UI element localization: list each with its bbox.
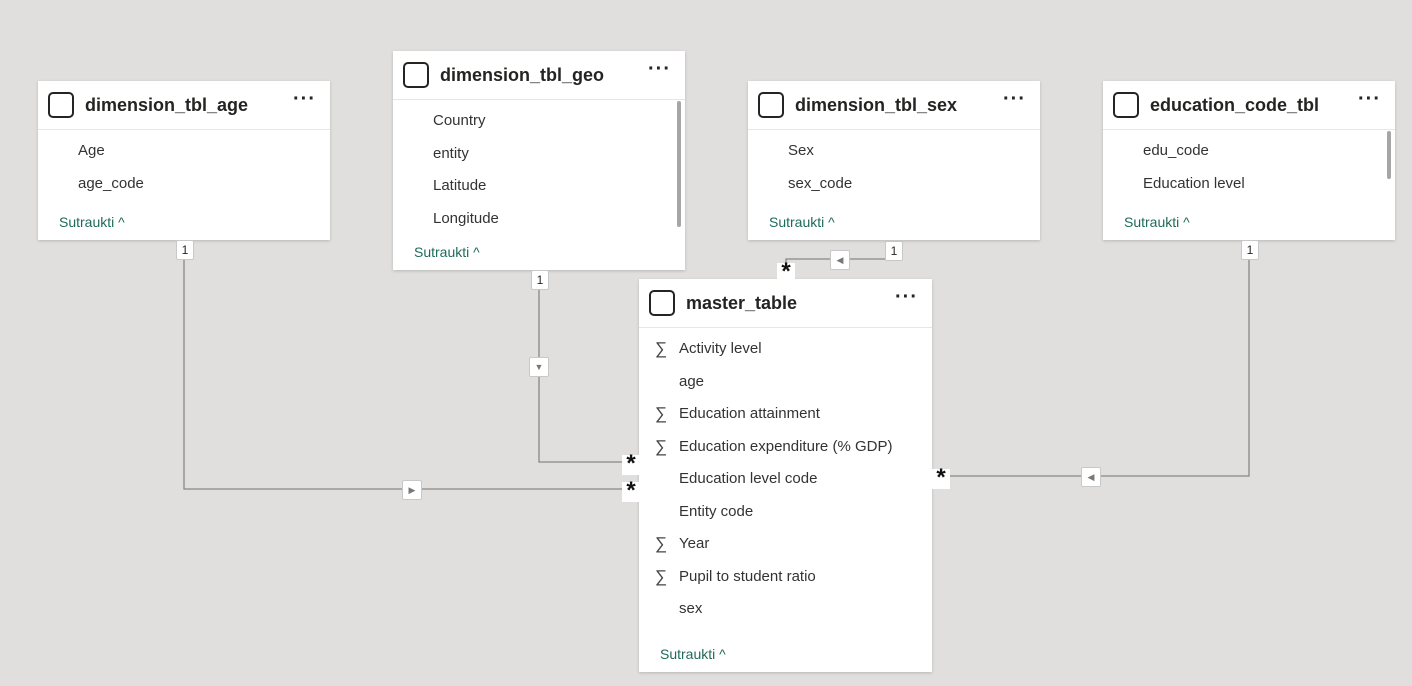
field-label: age [679, 372, 705, 390]
field-label: Entity code [679, 502, 754, 520]
field-row[interactable]: ∑ Education expenditure (% GDP) [639, 429, 932, 462]
table-header[interactable]: dimension_tbl_sex ··· [748, 81, 1040, 130]
field-label: edu_code [1143, 142, 1209, 159]
table-title: education_code_tbl [1150, 95, 1320, 115]
table-title: dimension_tbl_sex [795, 95, 958, 115]
field-row[interactable]: sex_code [748, 166, 1040, 199]
table-title: dimension_tbl_age [85, 95, 249, 115]
field-row[interactable]: age_code [38, 166, 330, 199]
field-label: Latitude [433, 177, 487, 194]
field-label: Education expenditure (% GDP) [679, 437, 893, 455]
relationship-age-master [183, 241, 622, 490]
field-label: Activity level [679, 340, 762, 357]
sum-icon: ∑ [655, 404, 668, 423]
database-icon [758, 92, 784, 118]
field-label: Year [679, 535, 710, 552]
table-title: master_table [686, 293, 798, 313]
table-header[interactable]: education_code_tbl ··· [1103, 81, 1395, 130]
filter-direction-right-icon[interactable]: ▶ [402, 480, 422, 500]
field-label: Pupil to student ratio [679, 567, 816, 585]
filter-direction-left-icon[interactable]: ◀ [830, 250, 850, 270]
cardinality-one-edu: 1 [1241, 240, 1259, 260]
field-row[interactable]: Country [393, 103, 685, 136]
field-label: sex [679, 600, 703, 617]
table-card-dimension-tbl-sex[interactable]: dimension_tbl_sex ··· Sex sex_code Sutra… [748, 81, 1040, 240]
table-card-education-code-tbl[interactable]: education_code_tbl ··· edu_code Educatio… [1103, 81, 1395, 240]
scrollbar[interactable] [1387, 131, 1391, 179]
filter-direction-down-icon[interactable]: ▼ [529, 357, 549, 377]
cardinality-many-age: * [622, 479, 640, 503]
field-row[interactable]: sex [639, 591, 932, 624]
field-row[interactable]: Education level [1103, 166, 1395, 199]
field-label: Sex [788, 142, 814, 159]
field-row[interactable]: Sex [748, 133, 1040, 166]
scrollbar[interactable] [677, 101, 681, 227]
relationship-geo-master [538, 271, 622, 463]
table-header[interactable]: master_table ··· [639, 279, 932, 328]
field-row[interactable]: ∑ Education attainment [639, 396, 932, 429]
field-row[interactable]: Age [38, 133, 330, 166]
field-row[interactable]: entity [393, 136, 685, 169]
field-label: Longitude [433, 209, 499, 227]
collapse-link[interactable]: Sutraukti ^ [660, 646, 726, 662]
field-row[interactable]: age [639, 364, 932, 397]
field-label: Country [433, 112, 486, 129]
field-label: Age [78, 142, 105, 159]
more-options-button[interactable]: ··· [293, 88, 316, 110]
collapse-link[interactable]: Sutraukti ^ [769, 214, 835, 230]
field-label: sex_code [788, 174, 853, 192]
collapse-link[interactable]: Sutraukti ^ [414, 244, 480, 260]
field-label: Education attainment [679, 405, 820, 422]
sum-icon: ∑ [655, 436, 668, 456]
collapse-link[interactable]: Sutraukti ^ [1124, 214, 1190, 230]
filter-direction-left-icon[interactable]: ◀ [1081, 467, 1101, 487]
table-title: dimension_tbl_geo [440, 65, 605, 85]
collapse-link[interactable]: Sutraukti ^ [59, 214, 125, 230]
field-row[interactable]: ∑ Pupil to student ratio [639, 559, 932, 592]
cardinality-many-geo: * [622, 452, 640, 476]
table-card-master-table[interactable]: master_table ··· ∑ Activity level age ∑ … [639, 279, 932, 672]
cardinality-many-sex: * [777, 260, 795, 284]
field-row[interactable]: Entity code [639, 494, 932, 527]
cardinality-one-age: 1 [176, 240, 194, 260]
cardinality-one-sex: 1 [885, 241, 903, 261]
more-options-button[interactable]: ··· [895, 286, 918, 308]
field-row[interactable]: Education level code [639, 461, 932, 494]
database-icon [1113, 92, 1139, 118]
sum-icon: ∑ [655, 534, 668, 553]
field-label: Education level code [679, 470, 818, 487]
more-options-button[interactable]: ··· [1358, 88, 1381, 110]
more-options-button[interactable]: ··· [648, 58, 671, 80]
sum-icon: ∑ [655, 566, 668, 586]
field-row[interactable]: Latitude [393, 168, 685, 201]
field-label: age_code [78, 174, 144, 192]
field-row[interactable]: edu_code [1103, 133, 1395, 166]
field-label: entity [433, 144, 469, 162]
field-label: Education level [1143, 174, 1245, 192]
field-row[interactable]: Longitude [393, 201, 685, 234]
database-icon [403, 62, 429, 88]
table-header[interactable]: dimension_tbl_age ··· [38, 81, 330, 130]
more-options-button[interactable]: ··· [1003, 88, 1026, 110]
sum-icon: ∑ [655, 339, 668, 358]
relationship-edu-master [949, 241, 1250, 477]
database-icon [649, 290, 675, 316]
database-icon [48, 92, 74, 118]
table-card-dimension-tbl-geo[interactable]: dimension_tbl_geo ··· Country entity Lat… [393, 51, 685, 270]
cardinality-many-edu: * [932, 466, 950, 490]
table-header[interactable]: dimension_tbl_geo ··· [393, 51, 685, 100]
field-row[interactable]: ∑ Year [639, 526, 932, 559]
cardinality-one-geo: 1 [531, 270, 549, 290]
table-card-dimension-tbl-age[interactable]: dimension_tbl_age ··· Age age_code Sutra… [38, 81, 330, 240]
field-row[interactable]: ∑ Activity level [639, 331, 932, 364]
